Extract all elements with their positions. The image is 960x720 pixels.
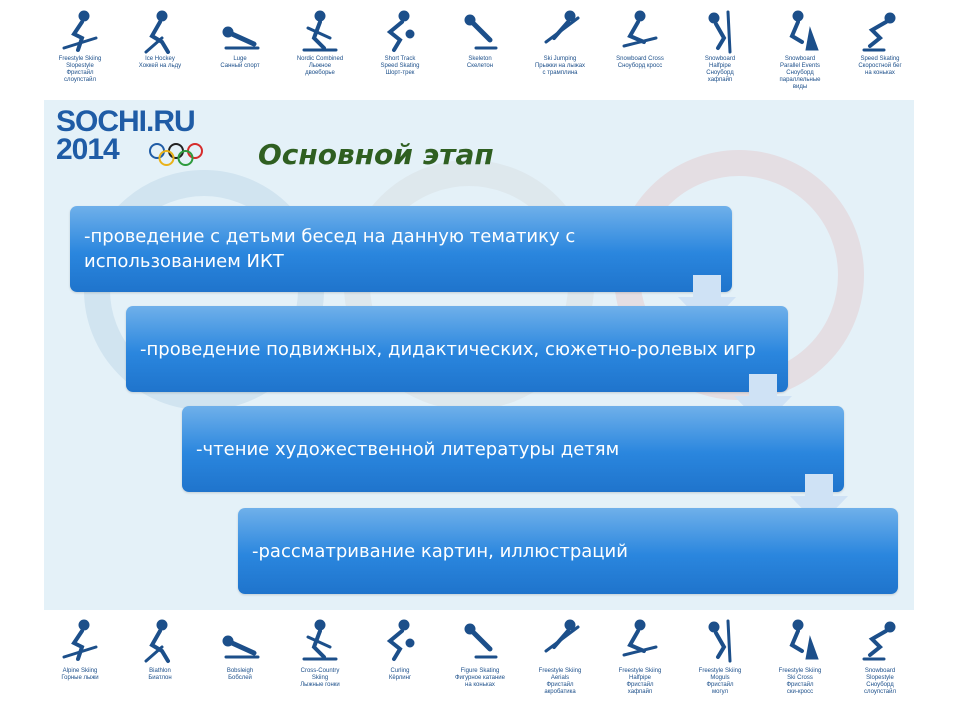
logo-line-1: SOCHI.RU (56, 105, 196, 138)
pictogram-label: Freestyle Skiing Ski Cross Фристайл ски-… (778, 668, 822, 695)
pictogram-item: Figure Skating Фигурное катание на коньк… (440, 614, 520, 718)
cross-country-icon (302, 619, 338, 661)
pictogram-label: Snowboard Halfpipe Сноуборд хафпайп (704, 56, 736, 83)
pictogram-item: Curling Кёрлинг (360, 614, 440, 718)
logo-line-2: 2014 (56, 133, 120, 166)
curling-icon (386, 619, 415, 661)
freestyle-halfpipe-icon (622, 619, 658, 657)
pictogram-label: Freestyle Skiing Halfpipe Фристайл хафпа… (618, 668, 662, 695)
pictogram-label: Snowboard Cross Сноуборд кросс (616, 56, 664, 69)
figure-skating-icon (464, 623, 498, 659)
process-step-3: -чтение художественной литературы детям (182, 406, 844, 492)
pictogram-label: Figure Skating Фигурное катание на коньк… (454, 668, 505, 688)
olympic-rings-icon (149, 143, 203, 166)
pictogram-label: Nordic Combined Лыжное двоеборье (296, 56, 344, 76)
pictogram-item: Cross-Country Skiing Лыжные гонки (280, 614, 360, 718)
pictogram-label: Speed Skating Скоростной бег на коньках (858, 56, 902, 76)
pictogram-item: Short Track Speed Skating Шорт-трек (360, 8, 440, 100)
luge-icon (222, 26, 260, 50)
pictogram-label: Bobsleigh Бобслей (226, 668, 254, 681)
pictogram-strip-top: Freestyle Skiing Slopestyle Фристайл сло… (40, 8, 920, 100)
bobsleigh-icon (222, 635, 260, 659)
pictogram-item: Ski Jumping Прыжки на лыжах с трамплина (520, 8, 600, 100)
snowboard-halfpipe-icon (708, 10, 732, 54)
pictogram-label: Alpine Skiing Горные лыжи (61, 668, 99, 681)
pictogram-item: Freestyle Skiing Halfpipe Фристайл хафпа… (600, 614, 680, 718)
pictogram-item: Snowboard Parallel Events Сноуборд парал… (760, 8, 840, 100)
pictogram-item: Biathlon Биатлон (120, 614, 200, 718)
pictogram-item: Ice Hockey Хоккей на льду (120, 8, 200, 100)
nordic-combined-icon (302, 10, 338, 52)
pictogram-label: Curling Кёрлинг (388, 668, 412, 681)
pictogram-label: Short Track Speed Skating Шорт-трек (380, 56, 420, 76)
skeleton-icon (464, 14, 498, 50)
pictogram-item: Bobsleigh Бобслей (200, 614, 280, 718)
pictogram-label: Ski Jumping Прыжки на лыжах с трамплина (534, 56, 586, 76)
process-step-1: -проведение с детьми бесед на данную тем… (70, 206, 732, 292)
pictogram-label: Freestyle Skiing Slopestyle Фристайл сло… (58, 56, 102, 83)
ice-hockey-icon (144, 10, 170, 54)
pictogram-label: Skeleton Скелетон (466, 56, 494, 69)
freestyle-slopestyle-icon (62, 10, 98, 52)
ski-jumping-icon (544, 10, 580, 44)
freestyle-aerials-icon (544, 619, 580, 653)
pictogram-label: Biathlon Биатлон (148, 668, 172, 681)
pictogram-label: Freestyle Skiing Moguls Фристайл могул (698, 668, 742, 695)
short-track-icon (386, 10, 415, 52)
biathlon-icon (144, 619, 170, 663)
pictogram-item: Freestyle Skiing Moguls Фристайл могул (680, 614, 760, 718)
freestyle-moguls-icon (708, 619, 732, 663)
process-step-2: -проведение подвижных, дидактических, сю… (126, 306, 788, 392)
pictogram-item: Nordic Combined Лыжное двоеборье (280, 8, 360, 100)
sochi-logo: SOCHI.RU 2014 (56, 105, 206, 168)
pictogram-item: Freestyle Skiing Slopestyle Фристайл сло… (40, 8, 120, 100)
pictogram-label: Snowboard Parallel Events Сноуборд парал… (779, 56, 821, 90)
pictogram-strip-bottom: Alpine Skiing Горные лыжи Biathlon Биатло… (40, 614, 920, 718)
alpine-skiing-icon (62, 619, 98, 661)
pictogram-label: Snowboard Slopestyle Сноуборд слоупстайл (864, 668, 896, 695)
pictogram-item: Snowboard Halfpipe Сноуборд хафпайп (680, 8, 760, 100)
pictogram-item: Freestyle Skiing Ski Cross Фристайл ски-… (760, 614, 840, 718)
pictogram-item: Snowboard Slopestyle Сноуборд слоупстайл (840, 614, 920, 718)
pictogram-item: Speed Skating Скоростной бег на коньках (840, 8, 920, 100)
snowboard-cross-icon (622, 10, 658, 48)
pictogram-item: Freestyle Skiing Aerials Фристайл акроба… (520, 614, 600, 718)
slide-title: Основной этап (258, 138, 494, 171)
pictogram-label: Luge Санный спорт (220, 56, 260, 69)
snowboard-parallel-icon (789, 10, 819, 51)
pictogram-label: Cross-Country Skiing Лыжные гонки (300, 668, 340, 688)
speed-skating-icon (862, 12, 896, 52)
freestyle-skicross-icon (789, 619, 819, 660)
pictogram-item: Luge Санный спорт (200, 8, 280, 100)
pictogram-item: Alpine Skiing Горные лыжи (40, 614, 120, 718)
pictogram-label: Freestyle Skiing Aerials Фристайл акроба… (538, 668, 582, 695)
snowboard-slopestyle-icon (862, 621, 896, 661)
process-step-4: -рассматривание картин, иллюстраций (238, 508, 898, 594)
pictogram-label: Ice Hockey Хоккей на льду (138, 56, 182, 69)
pictogram-item: Snowboard Cross Сноуборд кросс (600, 8, 680, 100)
pictogram-item: Skeleton Скелетон (440, 8, 520, 100)
